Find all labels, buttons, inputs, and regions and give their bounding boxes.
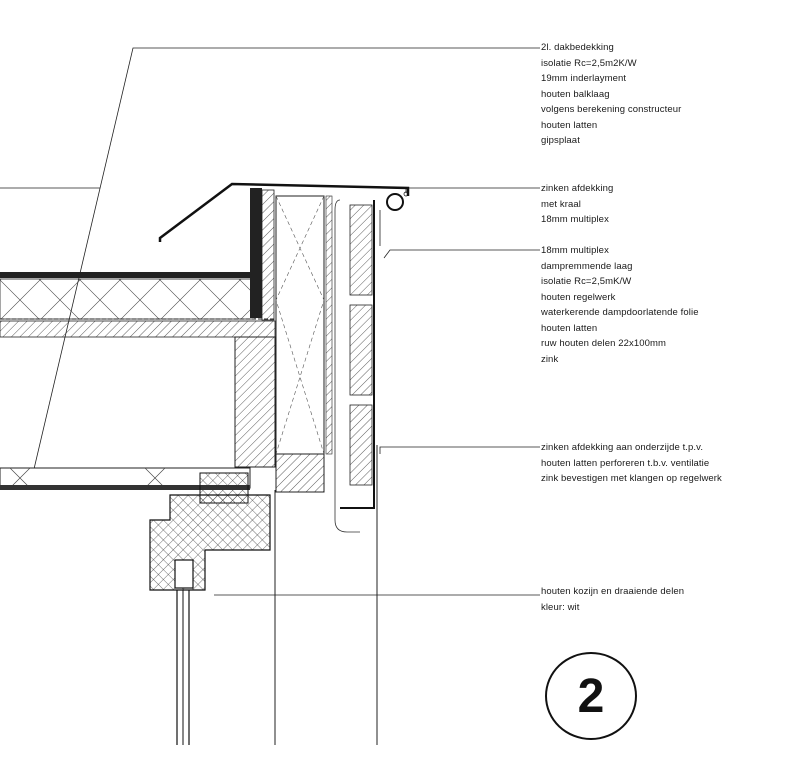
detail-number-badge: 2	[545, 652, 637, 740]
wall-note-4: houten regelwerk	[541, 291, 616, 303]
roof-note-6: houten latten	[541, 119, 598, 131]
roof-note-3: 19mm inderlayment	[541, 73, 627, 84]
soffit-note-2: houten latten perforeren t.b.v. ventilat…	[541, 457, 710, 469]
roof-note-1: 2l. dakbedekking	[541, 42, 614, 53]
wall-note-8: zink	[541, 353, 559, 365]
soffit-note-1: zinken afdekking aan onderzijde t.p.v.	[541, 442, 704, 453]
leader-lines	[0, 47, 540, 596]
roof-annotation: 2l. dakbedekking isolatie Rc=2,5m2K/W 19…	[541, 40, 681, 149]
frame-note-1: houten kozijn en draaiende delen	[541, 586, 685, 597]
frame-annotation: houten kozijn en draaiende delen kleur: …	[541, 584, 684, 615]
coping-note-3: 18mm multiplex	[541, 214, 609, 225]
wall-note-6: houten latten	[541, 322, 598, 334]
parapet	[158, 182, 410, 533]
wall-note-7: ruw houten delen 22x100mm	[541, 338, 667, 349]
reference-lines	[274, 445, 378, 745]
coping-annotation: zinken afdekking met kraal 18mm multiple…	[541, 181, 613, 228]
roof-note-7: gipsplaat	[541, 135, 580, 146]
roof-note-4: houten balklaag	[541, 88, 610, 100]
coping-note-2: met kraal	[541, 198, 581, 210]
coping-note-1: zinken afdekking	[541, 183, 614, 194]
wall-note-5: waterkerende dampdoorlatende folie	[541, 307, 699, 318]
soffit-note-3: zink bevestigen met klangen op regelwerk	[541, 473, 722, 484]
wall-note-3: isolatie Rc=2,5mK/W	[541, 276, 632, 287]
soffit-annotation: zinken afdekking aan onderzijde t.p.v. h…	[541, 440, 722, 487]
wall-note-2: dampremmende laag	[541, 260, 633, 272]
frame-note-2: kleur: wit	[541, 601, 580, 613]
roof-note-2: isolatie Rc=2,5m2K/W	[541, 57, 637, 69]
window-frame	[149, 472, 271, 745]
wall-note-1: 18mm multiplex	[541, 245, 609, 256]
roof-note-5: volgens berekening constructeur	[541, 104, 682, 115]
roof-buildup	[0, 272, 276, 490]
wall-annotation: 18mm multiplex dampremmende laag isolati…	[541, 243, 699, 367]
